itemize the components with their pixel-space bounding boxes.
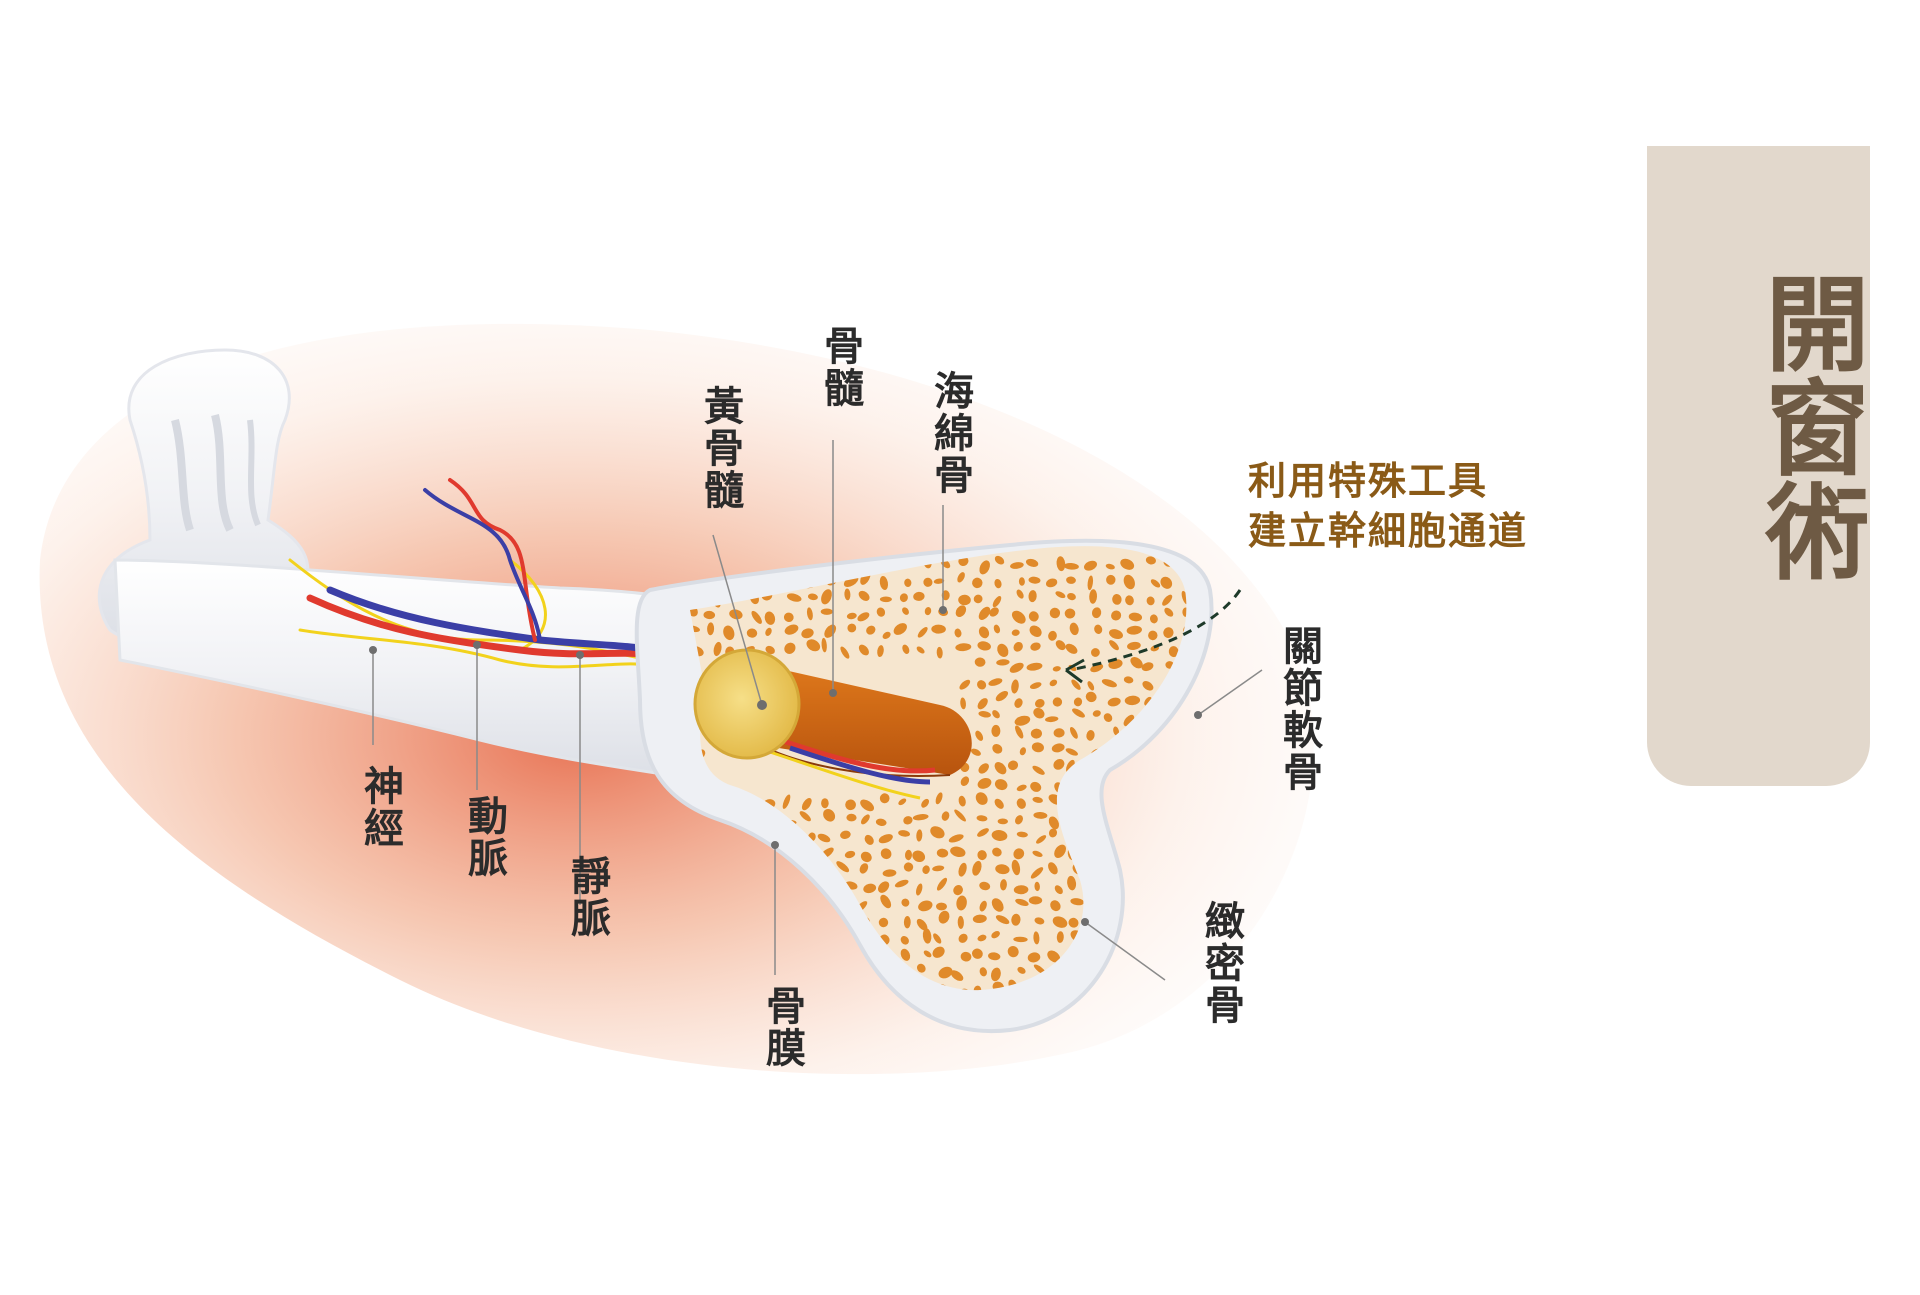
label-periosteum: 骨膜 (745, 985, 805, 1069)
procedure-callout: 利用特殊工具 建立幹細胞通道 (1248, 456, 1528, 556)
label-vein: 靜脈 (550, 855, 610, 939)
callout-line-2: 建立幹細胞通道 (1248, 506, 1528, 556)
label-nerve: 神經 (343, 765, 403, 849)
spongy-pore (821, 798, 829, 808)
label-artery: 動脈 (447, 795, 507, 879)
label-articular-cartilage: 關節軟骨 (1262, 625, 1322, 793)
label-compact-bone: 緻密骨 (1184, 900, 1244, 1026)
spongy-pore (1029, 896, 1042, 904)
callout-line-1: 利用特殊工具 (1248, 456, 1528, 506)
page-title: 開窗術 (1647, 270, 1870, 582)
label-yellow-marrow: 黃骨髓 (683, 385, 743, 511)
label-spongy-bone: 海綿骨 (913, 370, 973, 496)
yellow-marrow-cap (695, 650, 799, 758)
spongy-pore (880, 597, 892, 603)
label-marrow: 骨髓 (803, 325, 863, 409)
